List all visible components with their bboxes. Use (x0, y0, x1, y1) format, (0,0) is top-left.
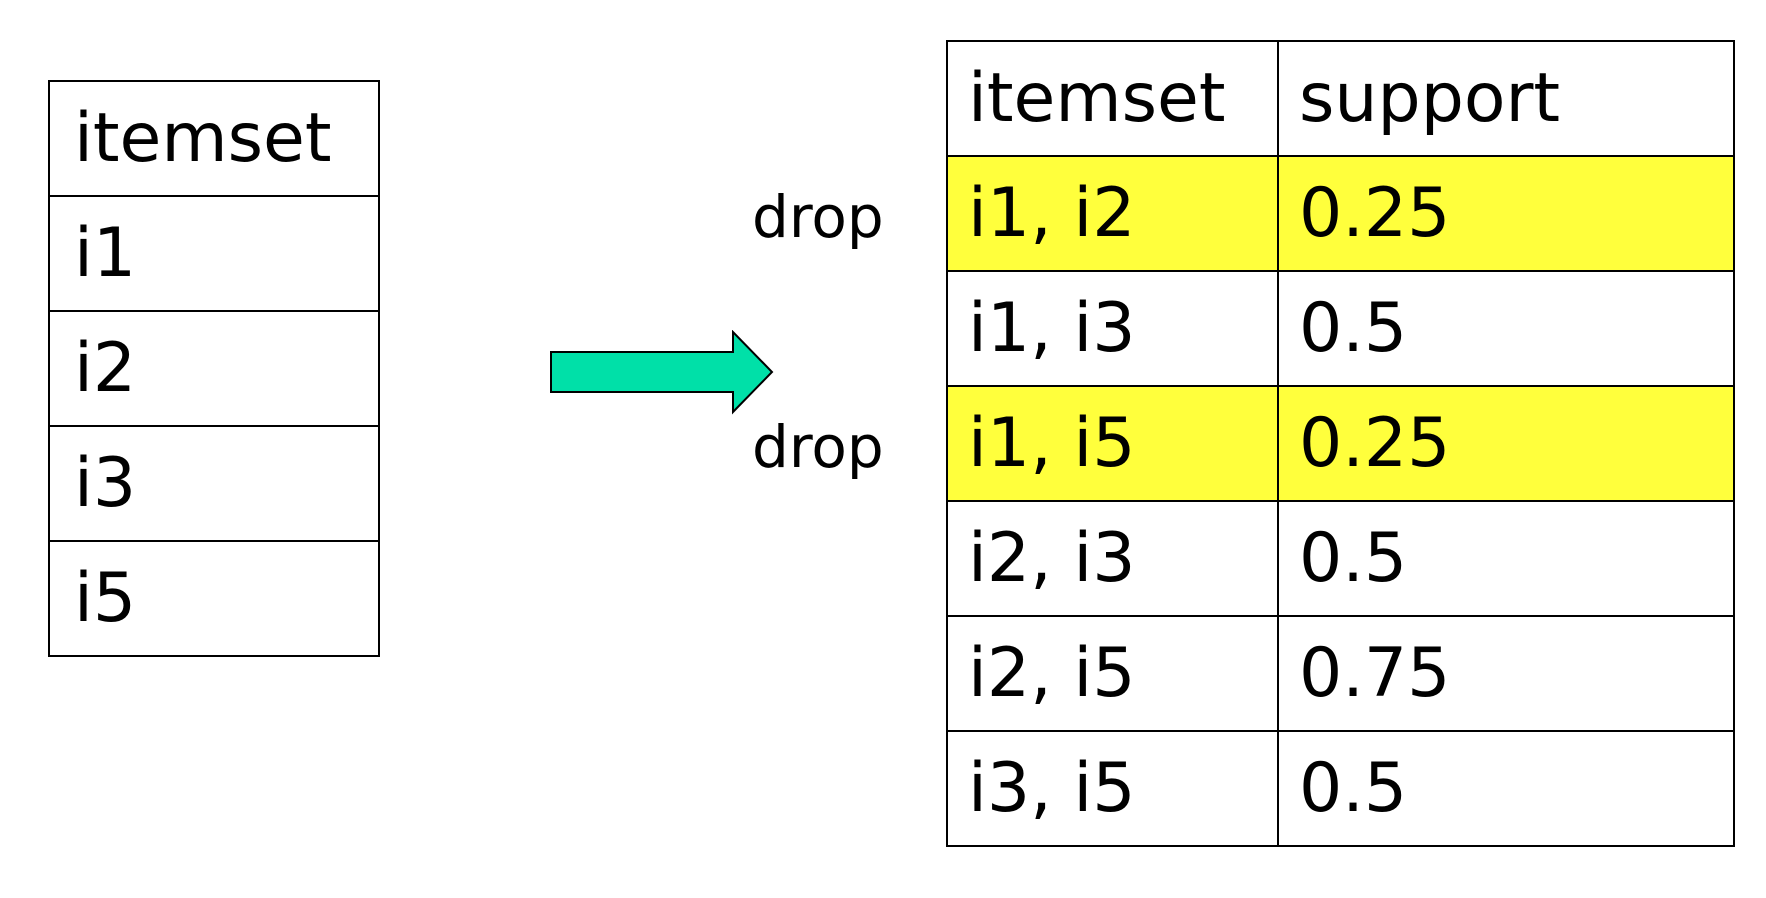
table-row: i2, i5 0.75 (946, 615, 1735, 732)
table-row: i1 (48, 195, 380, 312)
itemset-cell: i3, i5 (946, 730, 1279, 847)
itemset-cell: i1, i3 (946, 270, 1279, 387)
candidate-2-itemset-table: itemset support i1, i2 0.25 i1, i3 0.5 i… (946, 40, 1735, 847)
itemset-cell: i3 (48, 425, 380, 542)
table-row: i3, i5 0.5 (946, 730, 1735, 847)
right-arrow-icon (550, 330, 774, 415)
itemset-header: itemset (946, 40, 1279, 157)
itemset-cell: i2, i5 (946, 615, 1279, 732)
arrow-shape (550, 330, 774, 415)
itemset-cell: i2 (48, 310, 380, 427)
table-row-dropped: i1, i5 0.25 (946, 385, 1735, 502)
drop-label: drop (752, 413, 884, 481)
itemset-cell: i5 (48, 540, 380, 657)
table-header-row: itemset support (946, 40, 1735, 157)
table-header-row: itemset (48, 80, 380, 197)
table-row-dropped: i1, i2 0.25 (946, 155, 1735, 272)
support-cell: 0.5 (1277, 500, 1735, 617)
support-cell: 0.5 (1277, 270, 1735, 387)
drop-label: drop (752, 183, 884, 251)
support-cell: 0.75 (1277, 615, 1735, 732)
table-row: i5 (48, 540, 380, 657)
itemset-cell: i1, i5 (946, 385, 1279, 502)
table-row: i2, i3 0.5 (946, 500, 1735, 617)
table-row: i2 (48, 310, 380, 427)
table-row: i3 (48, 425, 380, 542)
support-header: support (1277, 40, 1735, 157)
support-cell: 0.25 (1277, 385, 1735, 502)
table-row: i1, i3 0.5 (946, 270, 1735, 387)
itemset-cell: i2, i3 (946, 500, 1279, 617)
itemset-cell: i1, i2 (946, 155, 1279, 272)
support-cell: 0.25 (1277, 155, 1735, 272)
itemset-cell: i1 (48, 195, 380, 312)
support-cell: 0.5 (1277, 730, 1735, 847)
frequent-1-itemset-table: itemset i1 i2 i3 i5 (48, 80, 380, 657)
itemset-header: itemset (48, 80, 380, 197)
